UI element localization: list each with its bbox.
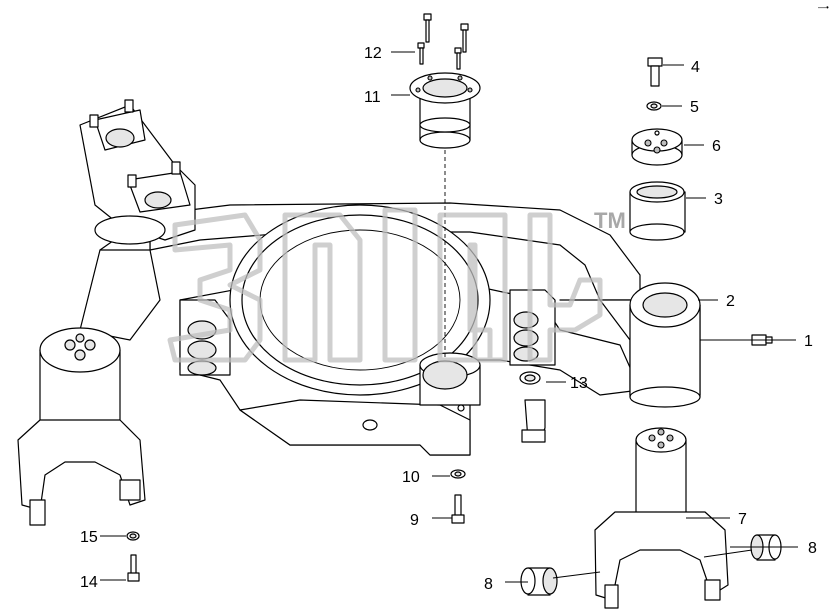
cover-plate-6: [631, 128, 683, 166]
watermark-logo: TM: [167, 207, 626, 363]
bolt-14: [127, 554, 140, 582]
callout-14: 14: [80, 574, 98, 591]
callout-6: 6: [712, 138, 721, 155]
sleeve-3: [629, 181, 686, 241]
washer-10: [450, 469, 466, 479]
washer-15: [126, 531, 140, 541]
callout-4: 4: [691, 59, 700, 76]
callout-labels: 1 2 3 4 5 6 7 8 8 9 10 11 12 13 14 15: [80, 45, 817, 593]
left-upper-yoke: [79, 99, 196, 245]
callout-8-right: 8: [808, 540, 817, 557]
callout-15: 15: [80, 529, 98, 546]
right-lower-yoke: [594, 427, 729, 609]
corner-mark: —•: [818, 3, 829, 12]
callout-11: 11: [364, 89, 381, 106]
bolt-13-shaft: [521, 399, 546, 443]
callout-9: 9: [410, 512, 419, 529]
bushing-right: [750, 534, 782, 561]
bushing-left: [520, 567, 558, 596]
callout-12: 12: [364, 45, 382, 62]
callout-3: 3: [714, 191, 723, 208]
washer-13: [519, 371, 541, 385]
bolt-4: [647, 57, 663, 87]
left-lower-yoke: [17, 249, 161, 526]
callout-1: 1: [804, 333, 813, 350]
washer-5: [646, 101, 662, 111]
callout-7: 7: [738, 511, 747, 528]
callout-10: 10: [402, 469, 420, 486]
right-bearing-housing: [559, 282, 701, 408]
leader-lines: [100, 51, 798, 583]
callout-13: 13: [570, 375, 588, 392]
watermark-trademark: TM: [594, 208, 626, 233]
callout-2: 2: [726, 293, 735, 310]
callout-5: 5: [690, 99, 699, 116]
bolts-12: [417, 13, 469, 70]
callout-8-left: 8: [484, 576, 493, 593]
bolt-9: [451, 494, 465, 524]
housing-11: [409, 72, 481, 149]
